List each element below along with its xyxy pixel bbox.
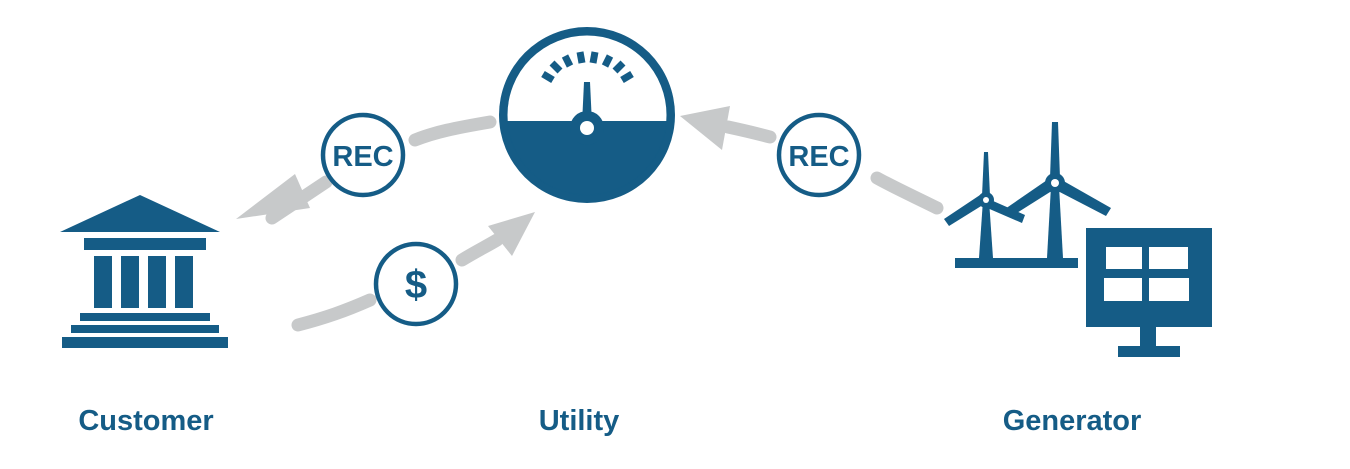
arrow-head-left bbox=[236, 174, 310, 219]
rec-badge-left-label: REC bbox=[332, 141, 393, 173]
payment-badge: $ bbox=[373, 241, 459, 327]
dollar-sign-icon: $ bbox=[405, 263, 427, 307]
solar-panel-icon bbox=[1078, 222, 1220, 357]
customer-label: Customer bbox=[78, 405, 214, 437]
rec-arrow-generator-to-utility bbox=[680, 106, 944, 215]
rec-badge-right-label: REC bbox=[788, 141, 849, 173]
rec-arrow-utility-to-customer bbox=[236, 115, 497, 225]
arrow-head-left-up bbox=[680, 106, 730, 150]
rec-badge-left: REC bbox=[320, 112, 406, 198]
rec-badge-right: REC bbox=[776, 112, 862, 198]
generator-label: Generator bbox=[1002, 405, 1142, 437]
arrow-head-up-right bbox=[488, 212, 535, 256]
meter-gauge-icon bbox=[499, 27, 675, 203]
payment-arrow-customer-to-utility bbox=[291, 212, 535, 332]
bank-building-icon bbox=[60, 195, 228, 348]
wind-turbine-icon bbox=[944, 122, 1111, 268]
utility-label: Utility bbox=[538, 405, 620, 437]
